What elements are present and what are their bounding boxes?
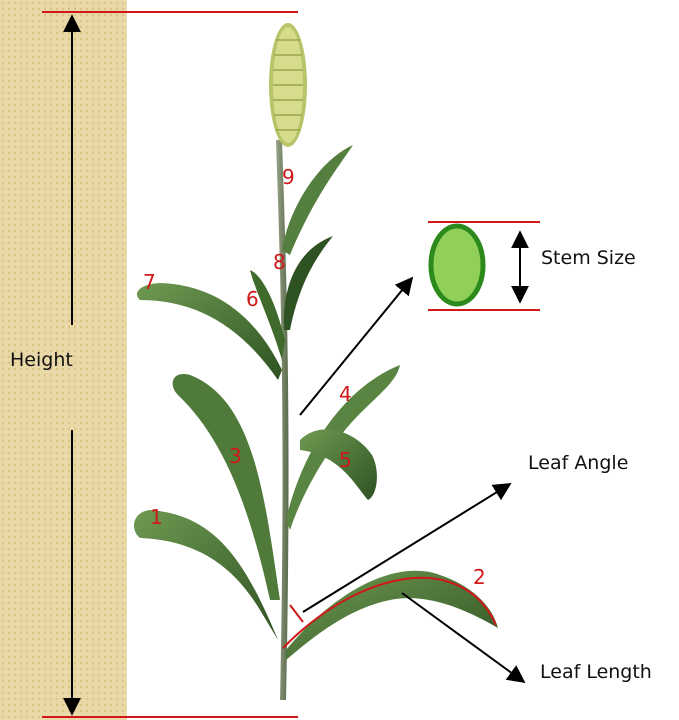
leaf-number-8: 8	[273, 250, 286, 274]
leaf-angle-label: Leaf Angle	[528, 452, 628, 474]
leaf-number-9: 9	[282, 165, 295, 189]
leaf-number-6: 6	[246, 287, 259, 311]
panicle	[269, 23, 307, 147]
leaf-number-2: 2	[473, 565, 486, 589]
leaf-number-3: 3	[229, 444, 242, 468]
leaf-number-1: 1	[150, 505, 163, 529]
height-label: Height	[10, 349, 73, 371]
leaf-length-label: Leaf Length	[540, 661, 652, 683]
stem-cross-section	[431, 226, 483, 304]
stem-size-label: Stem Size	[541, 247, 636, 269]
leaf-9	[282, 145, 353, 255]
leaf-2	[286, 571, 498, 660]
leaf-number-4: 4	[339, 382, 352, 406]
plant-stem	[276, 140, 289, 700]
leaf-angle-tick	[290, 605, 303, 622]
leaf-number-7: 7	[143, 270, 156, 294]
leaf-number-5: 5	[339, 448, 352, 472]
